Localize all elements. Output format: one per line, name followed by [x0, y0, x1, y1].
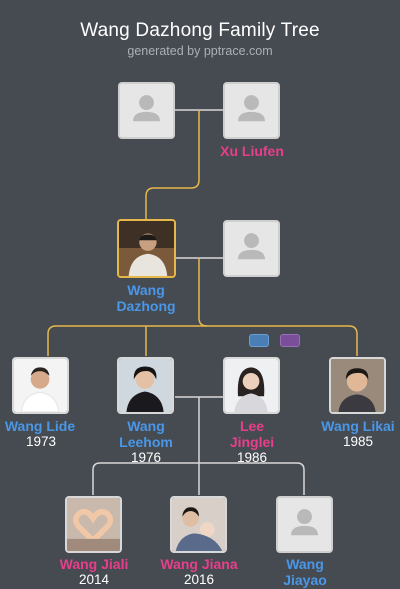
person-name-wang-leehom[interactable]: Wang Leehom	[96, 418, 196, 450]
portrait-photo	[67, 498, 120, 551]
person-name-wang-jiayao[interactable]: Wang Jiayao	[256, 556, 354, 588]
unknown-person-icon	[133, 95, 160, 122]
name-line-1: Lee	[239, 418, 265, 434]
person-year-wang-jiali: 2014	[78, 572, 110, 587]
portrait-photo	[172, 498, 225, 551]
unknown-person-icon	[238, 233, 265, 260]
person-year-wang-likai: 1985	[342, 434, 374, 449]
portrait-photo	[14, 359, 67, 412]
page-title: Wang Dazhong Family Tree	[80, 20, 320, 41]
portrait-photo	[331, 359, 384, 412]
name-line-1: Wang	[286, 556, 324, 572]
portrait-photo	[119, 221, 174, 276]
person-year-wang-lide: 1973	[25, 434, 57, 449]
person-year-wang-leehom: 1976	[130, 450, 162, 465]
person-year-lee-jinglei: 1986	[236, 450, 268, 465]
person-name-wang-jiana[interactable]: Wang Jiana	[160, 556, 238, 572]
descent-line-gen1-to-gen2	[145, 110, 200, 220]
person-card-xu-liufen[interactable]	[223, 82, 280, 139]
person-name-wang-lide[interactable]: Wang Lide	[4, 418, 76, 434]
sibling-bar-gen3	[47, 325, 358, 356]
person-name-wang-likai[interactable]: Wang Likai	[321, 418, 395, 434]
marriage-chip-female[interactable]	[280, 334, 300, 347]
person-year-wang-jiana: 2016	[183, 572, 215, 587]
person-card-wang-jiayao[interactable]	[276, 496, 333, 553]
person-name-lee-jinglei[interactable]: Lee Jinglei	[202, 418, 302, 450]
person-card-wang-dazhong[interactable]	[117, 219, 176, 278]
name-line-2: Leehom	[119, 434, 173, 450]
person-card-wang-lide[interactable]	[12, 357, 69, 414]
name-line-1: Wang	[127, 282, 165, 298]
marriage-chip-male[interactable]	[249, 334, 269, 347]
name-line-2: Jinglei	[229, 434, 275, 450]
name-line-1: Wang	[127, 418, 165, 434]
descent-line-gen2-to-gen3	[198, 258, 208, 327]
person-card-wang-jiana[interactable]	[170, 496, 227, 553]
name-line-2: Dazhong	[116, 298, 176, 314]
person-name-wang-dazhong[interactable]: Wang Dazhong	[96, 282, 196, 314]
person-card-spouse[interactable]	[223, 220, 280, 277]
person-card-wang-leehom[interactable]	[117, 357, 174, 414]
person-card-wang-likai[interactable]	[329, 357, 386, 414]
name-line-2: Jiayao	[283, 572, 327, 588]
person-name-xu-liufen[interactable]: Xu Liufen	[220, 143, 284, 159]
person-card-lee-jinglei[interactable]	[223, 357, 280, 414]
person-name-wang-jiali[interactable]: Wang Jiali	[59, 556, 129, 572]
person-card-wang-jiali[interactable]	[65, 496, 122, 553]
person-card-grandfather[interactable]	[118, 82, 175, 139]
portrait-photo	[119, 359, 172, 412]
unknown-person-icon	[291, 509, 318, 536]
portrait-photo	[225, 359, 278, 412]
unknown-person-icon	[238, 95, 265, 122]
page-subtitle: generated by pptrace.com	[127, 44, 273, 58]
